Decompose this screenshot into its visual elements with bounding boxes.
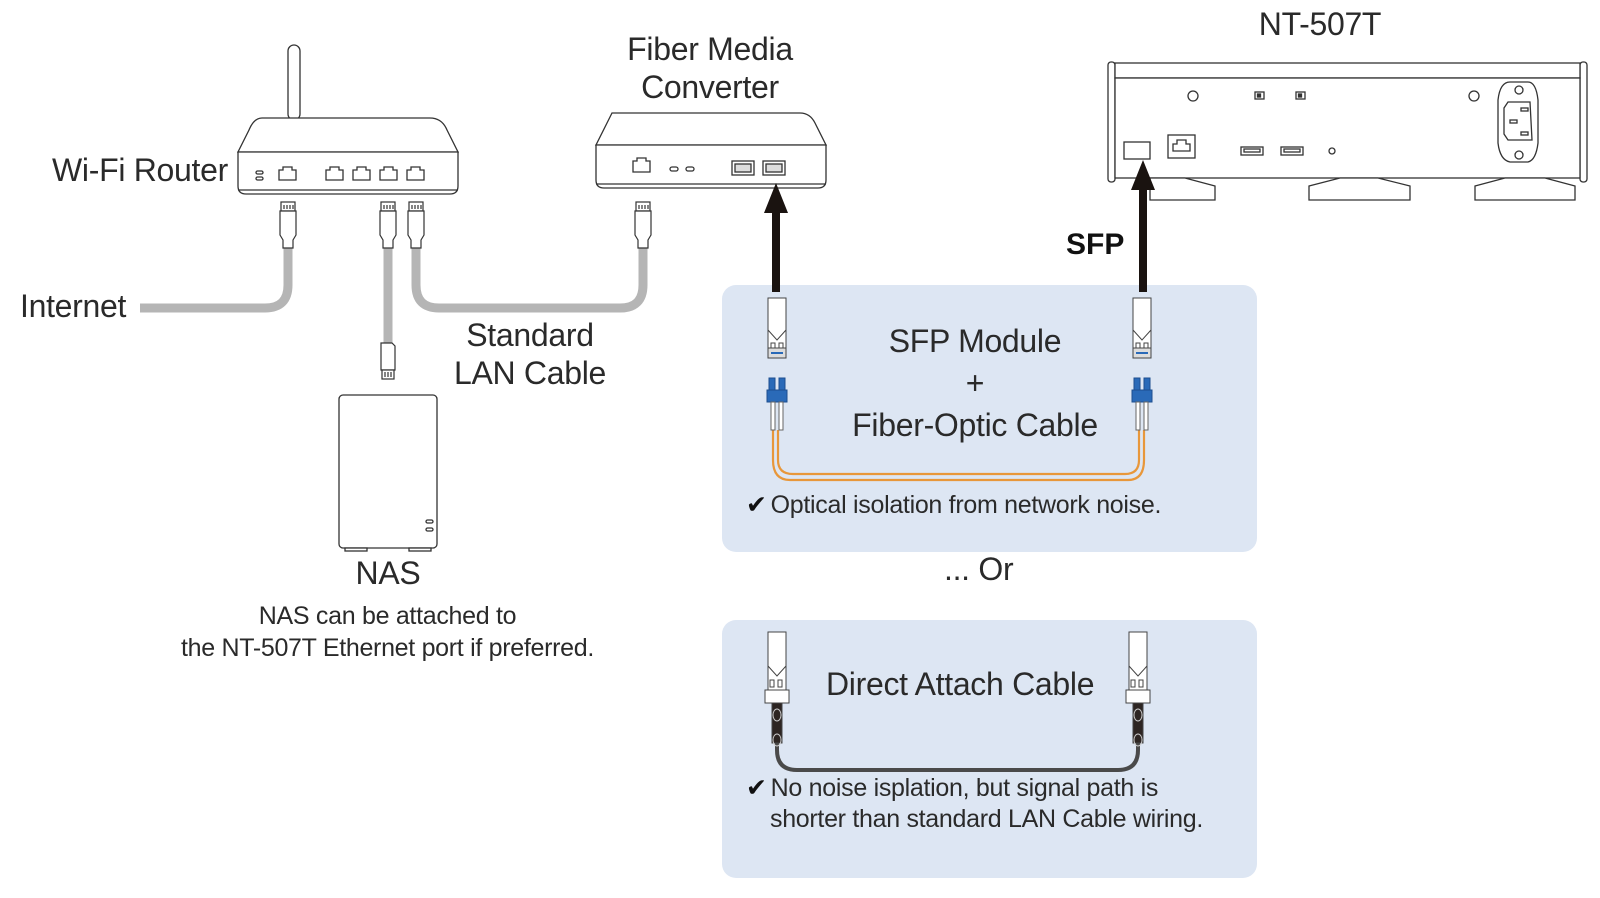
arrows [764, 160, 1155, 292]
converter-label-line2: Converter [641, 69, 779, 105]
antenna-icon [287, 44, 301, 121]
rj45-plug-internet [279, 201, 297, 249]
internet-label: Internet [20, 288, 127, 324]
fiber-option-plus: + [965, 365, 985, 401]
lc-connector-right [1131, 377, 1153, 431]
router-ports [278, 166, 425, 181]
nas-note-line1: NAS can be attached to [258, 602, 517, 630]
checkmark-icon: ✔ [746, 491, 767, 519]
sfp-port-label: SFP [1066, 228, 1125, 261]
nt-507t-sfp-port [1123, 141, 1151, 160]
dac-option-title: Direct Attach Cable [826, 666, 1095, 702]
dac-module-right [1125, 631, 1151, 747]
rj45-plug-nas-router [379, 201, 397, 249]
dac-module-left [764, 631, 790, 747]
router-label: Wi-Fi Router [52, 152, 228, 188]
converter-label-line1: Fiber Media [627, 31, 793, 67]
rj45-plugs [279, 201, 652, 380]
fiber-option-title-line2: Fiber-Optic Cable [852, 407, 1098, 443]
converter-label: Fiber Media Converter [600, 30, 820, 106]
fiber-option-title-line1: SFP Module [888, 323, 1062, 359]
nas-note-line2: the NT-507T Ethernet port if preferred. [180, 634, 595, 662]
internet-cable [140, 248, 293, 313]
fiber-option-title: SFP Module + Fiber-Optic Cable [820, 320, 1130, 446]
dac-option-note-line1-text: No noise isplation, but signal path is [770, 774, 1159, 802]
fiber-option-note: ✔Optical isolation from network noise. [746, 490, 1161, 520]
checkmark-icon: ✔ [746, 774, 767, 802]
lan-cables [140, 245, 648, 350]
dac-option-note-line1: ✔No noise isplation, but signal path is [746, 773, 1203, 804]
nt-507t-player [1107, 61, 1588, 201]
lan-cable-label: Standard LAN Cable [440, 316, 620, 392]
arrow-to-converter [764, 183, 788, 292]
converter-cable [411, 245, 648, 313]
rj45-plug-nas [380, 342, 396, 380]
arrow-to-nt-507t [1131, 160, 1155, 292]
sfp-module-right [1132, 297, 1152, 359]
or-label: ... Or [944, 551, 1014, 587]
lan-cable-label-line2: LAN Cable [453, 355, 607, 391]
wifi-router [236, 44, 460, 195]
dac-cable [775, 735, 1140, 772]
fiber-media-converter [594, 112, 828, 189]
lc-connector-left [766, 377, 788, 431]
player-label: NT-507T [1258, 6, 1382, 42]
sfp-module-left [767, 297, 787, 359]
rj45-plug-converter-router [407, 201, 425, 249]
rj45-plug-converter [634, 201, 652, 249]
fiber-optic-cable [771, 430, 1146, 482]
dac-option-note-line2: shorter than standard LAN Cable wiring. [770, 805, 1203, 833]
nas-note: NAS can be attached to the NT-507T Ether… [150, 600, 625, 664]
dac-option-panel [722, 620, 1257, 878]
nas-label: NAS [355, 555, 421, 591]
dac-option-note: ✔No noise isplation, but signal path is … [746, 773, 1203, 835]
nas-device [338, 394, 438, 552]
lan-cable-label-line1: Standard [466, 317, 594, 353]
fiber-option-note-text: Optical isolation from network noise. [770, 491, 1162, 519]
fiber-option-panel [722, 285, 1257, 552]
